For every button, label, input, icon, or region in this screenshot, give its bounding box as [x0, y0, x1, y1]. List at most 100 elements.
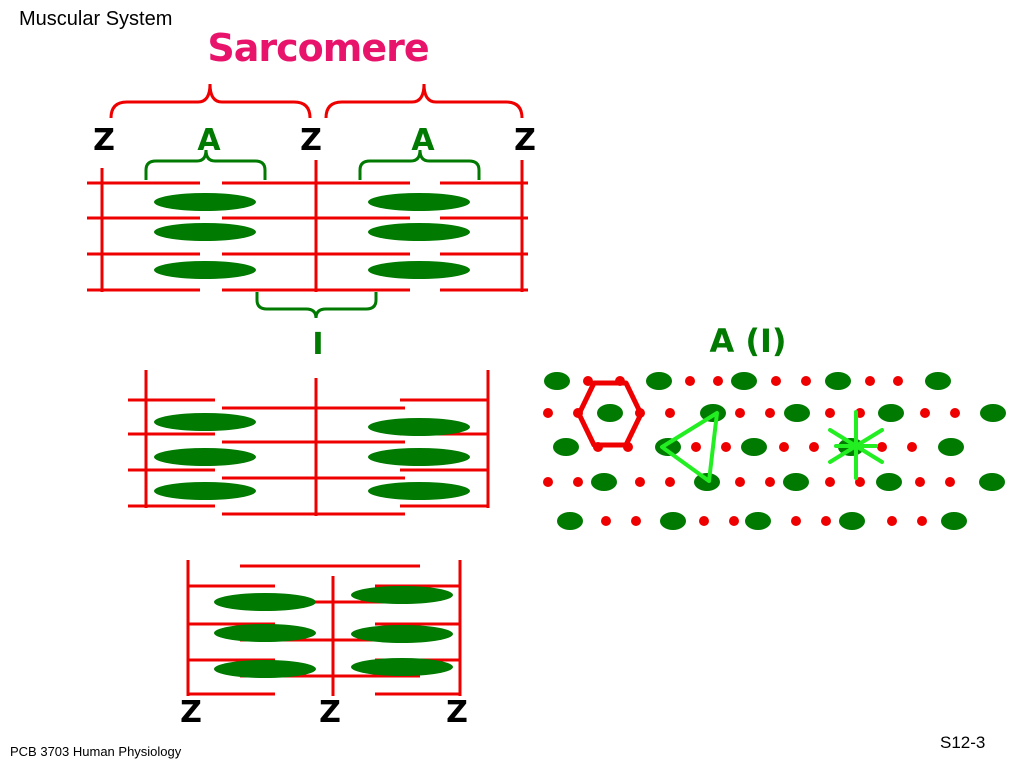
thick-filament-dot	[979, 473, 1005, 491]
slide-number: S12-3	[940, 733, 986, 752]
course-header: Muscular System	[19, 8, 173, 30]
i-band-label: I	[312, 327, 323, 362]
i-band-bracket	[255, 292, 378, 319]
thin-filament-dot	[920, 408, 930, 418]
thick-filament	[368, 223, 470, 241]
z-label: Z	[514, 123, 536, 158]
thick-filament-dot	[784, 404, 810, 422]
thick-filament	[154, 482, 256, 500]
thin-filament-dot	[543, 477, 553, 487]
thin-filament-dot	[713, 376, 723, 386]
a-band-bracket	[358, 149, 481, 180]
thin-filament-dot	[665, 477, 675, 487]
thin-filament-dot	[735, 408, 745, 418]
z-label: Z	[300, 123, 322, 158]
thin-filament-dot	[765, 408, 775, 418]
thick-filament-dot	[553, 438, 579, 456]
thin-filament-dot	[779, 442, 789, 452]
thick-filament	[368, 261, 470, 279]
thick-filament	[368, 448, 470, 466]
z-label: Z	[319, 695, 341, 730]
thick-filament-dot	[655, 438, 681, 456]
sarcomere-brackets	[109, 83, 524, 119]
thin-filament-dot	[917, 516, 927, 526]
thick-filaments	[214, 586, 453, 678]
thick-filament	[214, 660, 316, 678]
a-band-label: A	[411, 123, 435, 158]
thin-filament-dot	[855, 477, 865, 487]
thick-filament-dot	[544, 372, 570, 390]
thick-filament-dot	[980, 404, 1006, 422]
thick-filament-dot	[591, 473, 617, 491]
sarcomere-bracket-left	[109, 83, 312, 119]
thick-filament-dot	[925, 372, 951, 390]
thick-filament-dot	[731, 372, 757, 390]
thin-filament-dot	[665, 408, 675, 418]
thick-filament	[368, 418, 470, 436]
thin-filament-dot	[893, 376, 903, 386]
thick-filament	[154, 261, 256, 279]
z-label: Z	[93, 123, 115, 158]
thick-filament-dot	[741, 438, 767, 456]
thin-filament-dot	[685, 376, 695, 386]
thin-filament-dot	[809, 442, 819, 452]
thick-filament	[214, 593, 316, 611]
thin-filament-dot	[865, 376, 875, 386]
thin-filament-dot	[877, 442, 887, 452]
thick-filament-dot	[557, 512, 583, 530]
thin-filament-dot	[915, 477, 925, 487]
thick-filament-dot	[597, 404, 623, 422]
thin-filament-dot	[821, 516, 831, 526]
thick-filament-dot	[878, 404, 904, 422]
thin-filament-dot	[825, 477, 835, 487]
thin-filament-dot	[945, 477, 955, 487]
thin-filament-dot	[907, 442, 917, 452]
thin-filament-dot	[573, 477, 583, 487]
cross-section-lattice	[543, 372, 1006, 530]
thick-filament	[351, 586, 453, 604]
thin-filament-dot	[950, 408, 960, 418]
thin-filament-dot	[699, 516, 709, 526]
thick-filaments	[154, 193, 470, 279]
thick-filament-dot	[941, 512, 967, 530]
thick-filament-dot	[783, 473, 809, 491]
thick-filament	[368, 193, 470, 211]
thin-filament-dot	[583, 376, 593, 386]
thin-filament-dot	[729, 516, 739, 526]
thin-filaments	[87, 181, 528, 292]
footer-course: PCB 3703 Human Physiology	[10, 744, 182, 759]
thin-filament-dot	[631, 516, 641, 526]
thin-filament-dot	[765, 477, 775, 487]
thick-filament-dot	[745, 512, 771, 530]
thin-filament-dot	[825, 408, 835, 418]
z-label: Z	[446, 695, 468, 730]
thin-filament-dot	[691, 442, 701, 452]
thin-filament-dot	[635, 477, 645, 487]
thin-filament-dot	[543, 408, 553, 418]
thin-filament-dot	[735, 477, 745, 487]
thick-filament	[368, 482, 470, 500]
thick-filament-dot	[876, 473, 902, 491]
a-band-brackets	[144, 149, 481, 180]
sarcomere-bracket-right	[324, 83, 524, 119]
thin-filament-dot	[771, 376, 781, 386]
thin-filament-dot	[721, 442, 731, 452]
hexagon-highlight	[576, 380, 644, 448]
thick-filament	[351, 625, 453, 643]
triangle-highlight	[660, 411, 719, 483]
thick-filament	[154, 193, 256, 211]
thin-filament-dot	[801, 376, 811, 386]
thick-filament	[154, 448, 256, 466]
thick-filament-dot	[646, 372, 672, 390]
thick-filament	[351, 658, 453, 676]
thick-filament-dot	[825, 372, 851, 390]
thin-filament-dot	[601, 516, 611, 526]
thick-filament	[214, 624, 316, 642]
slide-title: Sarcomere	[207, 26, 429, 70]
thick-filaments	[154, 413, 470, 500]
z-label: Z	[180, 695, 202, 730]
thick-filament	[154, 223, 256, 241]
thick-filament-dot	[660, 512, 686, 530]
a-band-bracket	[144, 149, 267, 180]
a-band-label: A	[197, 123, 221, 158]
